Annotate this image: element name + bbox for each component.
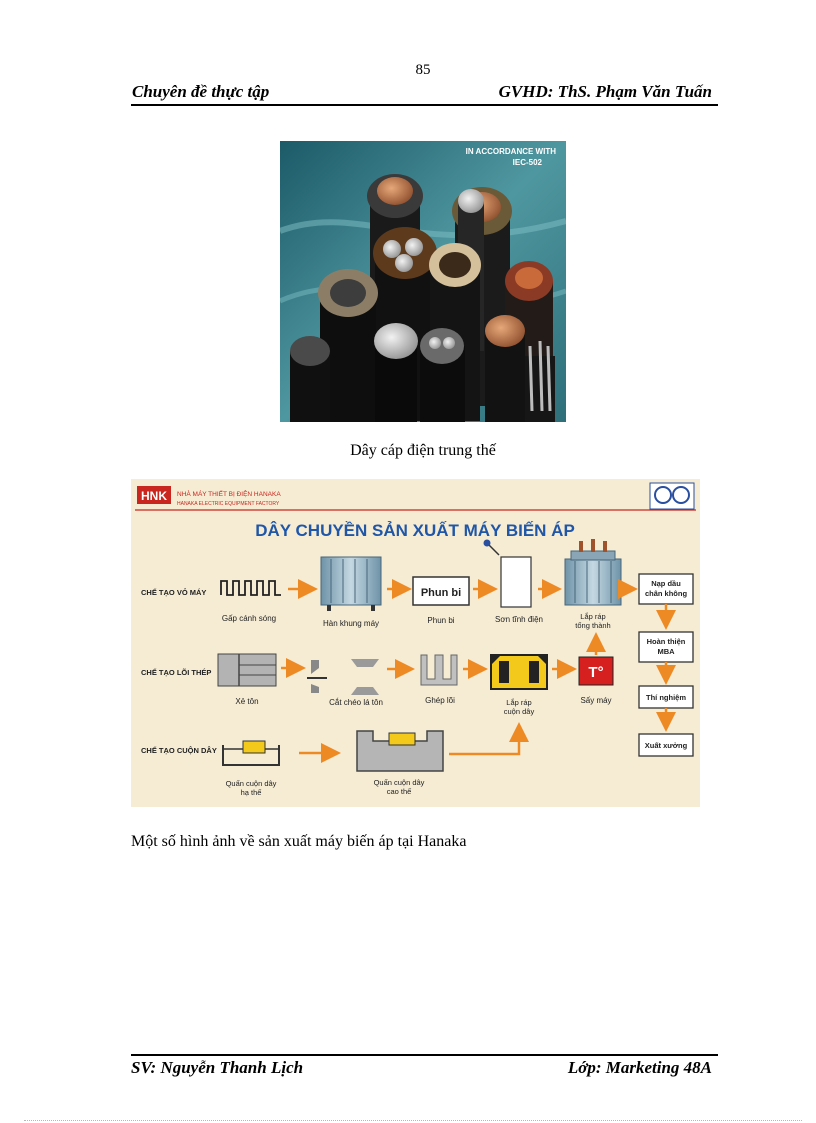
frame-icon — [320, 556, 382, 611]
label-hoan-thien-2: MBA — [657, 647, 675, 656]
hnk-logo: HNK — [137, 486, 171, 504]
label-lap-rap-cuon-day-2: cuộn dây — [504, 707, 535, 716]
company-vn: NHÀ MÁY THIẾT BỊ ĐIỆN HANAKA — [177, 488, 281, 498]
diagram-title: DÂY CHUYỀN SẢN XUẤT MÁY BIẾN ÁP — [255, 521, 575, 540]
header-left: Chuyên đề thực tập — [132, 82, 270, 101]
label-quan-cao-the-2: cao thế — [387, 787, 412, 796]
paint-spray-icon — [483, 539, 532, 608]
label-quan-cao-the-1: Quấn cuộn dây — [374, 778, 425, 787]
certification-icon — [649, 482, 695, 510]
label-xuat-xuong: Xuất xưởng — [645, 741, 688, 750]
phun-bi-box — [412, 576, 470, 606]
say-may-icon — [578, 656, 614, 686]
stamp-line2: IEC-502 — [513, 158, 543, 167]
steel-sheets-icon — [217, 653, 277, 687]
label-say-may: Sấy máy — [580, 696, 611, 705]
say-icon-text: T° — [588, 664, 603, 681]
diagram-caption: Một số hình ảnh về sản xuất máy biến áp … — [131, 833, 467, 850]
phun-bi-box-text: Phun bi — [421, 587, 461, 599]
label-han-khung-may: Hàn khung máy — [323, 619, 379, 628]
production-line-diagram: HNK NHÀ MÁY THIẾT BỊ ĐIỆN HANAKA HANAKA … — [131, 479, 700, 807]
square-wave-icon — [220, 580, 281, 596]
header-rule — [131, 104, 718, 106]
high-voltage-winding-icon — [356, 730, 444, 772]
label-lap-rap-tong-thanh-1: Lắp ráp — [580, 612, 605, 621]
coil-assembly-icon — [490, 654, 548, 690]
low-voltage-winding-icon — [222, 740, 280, 766]
label-thi-nghiem: Thí nghiệm — [646, 693, 686, 702]
label-nap-dau-1: Nạp dầu — [651, 579, 681, 588]
label-lap-rap-tong-thanh-2: tổng thành — [575, 621, 610, 630]
label-quan-ha-the-1: Quấn cuộn dây — [226, 779, 277, 788]
company-en: HANAKA ELECTRIC EQUIPMENT FACTORY — [177, 501, 280, 507]
label-cat-cheo-la-ton: Cắt chéo lá tôn — [329, 698, 383, 707]
row-label-cuon-day: CHẾ TẠO CUỘN DÂY — [141, 745, 217, 755]
label-son-tinh-dien: Sơn tĩnh điện — [495, 615, 543, 624]
label-lap-rap-cuon-day-1: Lắp ráp — [506, 698, 531, 707]
page-bottom-border — [24, 1120, 802, 1121]
label-hoan-thien-1: Hoàn thiện — [647, 637, 686, 646]
label-ghep-loi: Ghép lõi — [425, 696, 455, 705]
box-nap-dau — [638, 573, 694, 605]
page-number: 85 — [415, 62, 431, 78]
box-hoan-thien — [638, 631, 694, 663]
photo-caption: Dây cáp điện trung thế — [350, 442, 496, 459]
label-nap-dau-2: chân không — [645, 589, 688, 598]
box-xuat-xuong — [638, 733, 694, 757]
footer-right: Lớp: Marketing 48A — [567, 1058, 712, 1077]
logo-text: HNK — [141, 489, 167, 503]
header-right: GVHD: ThS. Phạm Văn Tuấn — [498, 82, 712, 101]
label-xe-ton: Xẻ tôn — [235, 697, 258, 706]
label-gap-canh-song: Gấp cánh sóng — [222, 614, 276, 623]
cable-photo: IN ACCORDANCE WITH IEC-502 — [280, 141, 566, 422]
label-quan-ha-the-2: hạ thế — [241, 788, 263, 797]
label-phun-bi: Phun bi — [427, 616, 454, 625]
stamp-line1: IN ACCORDANCE WITH — [466, 147, 557, 156]
row-label-vo-may: CHẾ TẠO VỎ MÁY — [141, 587, 206, 597]
cut-sheet-icon — [307, 660, 327, 693]
footer-rule — [131, 1054, 718, 1056]
angled-sheet-icon — [351, 659, 379, 695]
core-assembly-icon — [420, 654, 458, 686]
transformer-icon — [564, 539, 622, 606]
row-label-loi-thep: CHẾ TẠO LÕI THÉP — [141, 667, 211, 677]
footer-left: SV: Nguyễn Thanh Lịch — [131, 1058, 304, 1077]
